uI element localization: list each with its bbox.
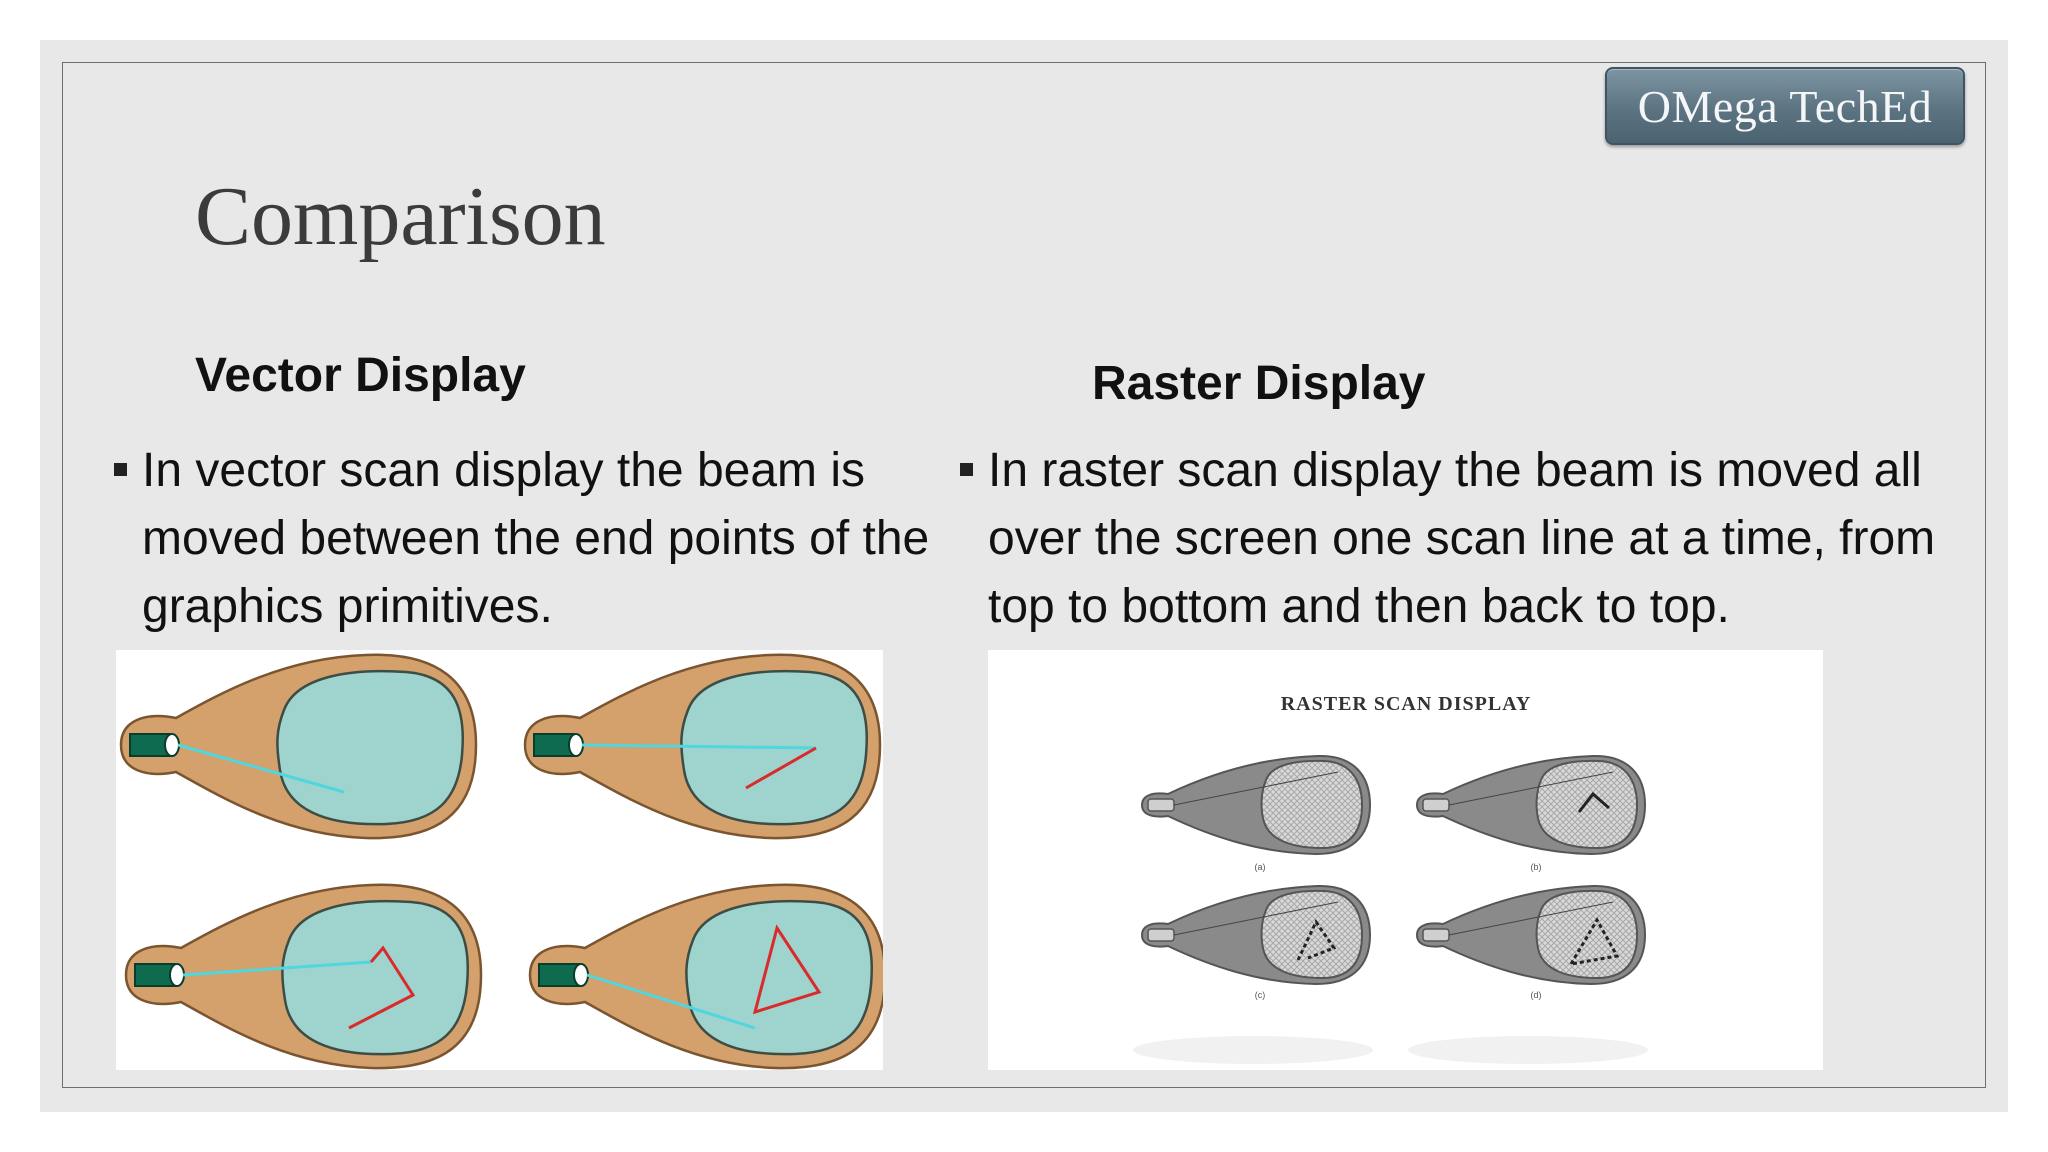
raster-scan-figure: RASTER SCAN DISPLAY (a) (b) (c) (d): [988, 650, 1823, 1070]
brand-badge: OMega TechEd: [1605, 67, 1965, 145]
bullet-square-icon: [960, 463, 973, 476]
raster-display-text: In raster scan display the beam is moved…: [988, 444, 1936, 633]
raster-display-bullet: In raster scan display the beam is moved…: [960, 437, 1958, 641]
vector-display-text: In vector scan display the beam is moved…: [142, 444, 930, 633]
vector-display-heading: Vector Display: [195, 349, 526, 402]
slide-title: Comparison: [195, 170, 606, 263]
bullet-square-icon: [114, 463, 127, 476]
panel-label-b: (b): [1531, 862, 1542, 872]
raster-scan-crt-icon: RASTER SCAN DISPLAY (a) (b) (c) (d): [1133, 693, 1648, 1064]
vector-display-bullet: In vector scan display the beam is moved…: [114, 437, 932, 641]
slide-frame: [62, 62, 1986, 1088]
vector-scan-crt-icon: [119, 653, 883, 1070]
brand-label: OMega TechEd: [1637, 80, 1933, 132]
raster-display-heading: Raster Display: [1092, 357, 1426, 410]
vector-scan-figure: [116, 650, 883, 1070]
panel-label-a: (a): [1255, 862, 1266, 872]
panel-label-d: (d): [1531, 990, 1542, 1000]
panel-label-c: (c): [1255, 990, 1266, 1000]
raster-figure-caption: RASTER SCAN DISPLAY: [1281, 693, 1532, 715]
